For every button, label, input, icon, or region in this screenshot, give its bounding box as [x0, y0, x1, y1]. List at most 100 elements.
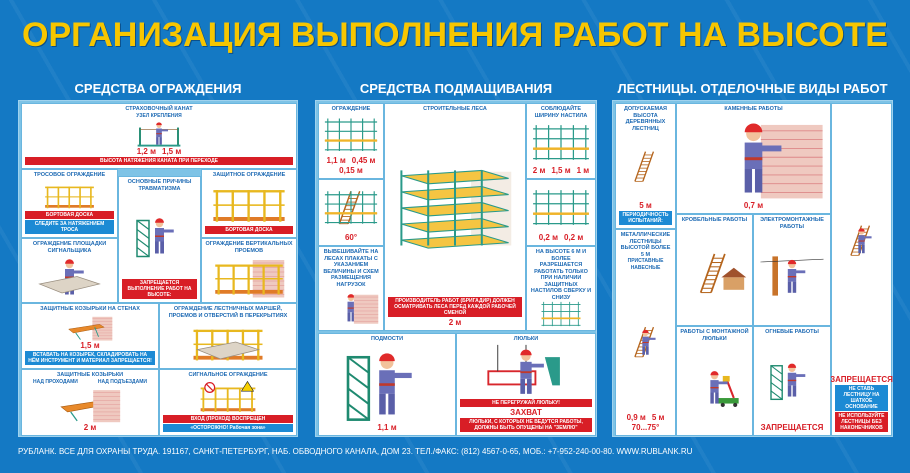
illustration-svg: [200, 380, 256, 412]
tower-icon: [136, 219, 150, 258]
worker-icon: [156, 121, 169, 145]
panel-note: 5 м: [651, 413, 665, 422]
illustration-svg: [193, 329, 263, 361]
illustration-svg: [850, 225, 872, 256]
ladder-icon: [699, 253, 726, 293]
illustration-svg: [215, 260, 285, 298]
illustration-svg: [710, 371, 739, 408]
panel-subheading: НАД ПРОХОДАМИ: [33, 378, 78, 385]
illustration-svg: [213, 189, 285, 222]
scaffold-icon: [324, 118, 378, 151]
column-heading-ladders: ЛЕСТНИЦЫ. ОТДЕЛОЧНЫЕ ВИДЫ РАБОТ: [617, 81, 888, 96]
panel-note: 1,1 м: [326, 156, 346, 165]
panel-illustration: [163, 379, 293, 416]
tower-icon: [346, 355, 371, 421]
panel-notes: 60°: [322, 233, 380, 242]
panel-heading: ОГРАЖДЕНИЕ ВЕРТИКАЛЬНЫХ ПРОЕМОВ: [205, 241, 293, 254]
ladder-icon: [338, 191, 361, 225]
panel-illustration: [322, 113, 380, 157]
panel-heading: ЗАЩИТНЫЕ КОЗЫРЬКИ: [56, 372, 124, 378]
worker-icon: [155, 218, 174, 254]
panel-note: 2 м: [448, 318, 462, 327]
panel-notes: 1,1 м: [322, 423, 452, 432]
panel-heading: ВЫВЕШИВАЙТЕ НА ЛЕСАХ ПЛАКАТЫ С УКАЗАНИЕМ…: [323, 249, 379, 288]
illustration-svg: [533, 190, 589, 225]
railing-icon: [213, 189, 285, 222]
panel-notes: БОРТОВАЯ ДОСКА: [205, 226, 293, 234]
panel-heading: ОСНОВНЫЕ ПРИЧИНЫ ТРАВМАТИЗМА: [127, 179, 192, 192]
panel-illustration: [25, 179, 114, 212]
panel-notes: ЗАПРЕЩАЕТСЯ ВЫПОЛНЕНИЕ РАБОТ НА ВЫСОТЕ:: [122, 279, 197, 299]
panel-note: НЕ ПЕРЕГРУЖАЙ ЛЮЛЬКУ!: [460, 399, 592, 407]
wall-icon: [93, 389, 121, 422]
panel-note: 0,7 м: [743, 201, 764, 210]
panel-1-6: ОГРАЖДЕНИЕ ВЕРТИКАЛЬНЫХ ПРОЕМОВ: [201, 238, 297, 303]
wall-icon: [353, 294, 379, 324]
panel-illustration: [322, 182, 380, 233]
worker-icon: [744, 122, 782, 193]
panel-1-5: ОГРАЖДЕНИЕ ПЛОЩАДКИ СИГНАЛЬЩИКА: [21, 238, 118, 303]
panel-note: 1,5 м: [551, 166, 571, 175]
panel-illustration: [619, 271, 672, 413]
panel-note: ЗАПРЕЩАЕТСЯ: [760, 423, 824, 432]
panel-note: ВСТАВАТЬ НА КОЗЫРЕК, СКЛАДИРОВАТЬ НА НЁМ…: [25, 351, 155, 365]
worker-icon: [787, 259, 806, 293]
panel-subheading: НАВЕСНЫЕ: [630, 265, 661, 271]
panel-3-7: РАБОТЫ С МОНТАЖНОЙ ЛЮЛЬКИ: [676, 326, 753, 436]
panel-2-4: 60°: [318, 179, 384, 246]
illustration-svg: [346, 352, 412, 421]
illustration-svg: [347, 294, 379, 324]
illustration-svg: [533, 125, 589, 160]
panel-note: НЕ СТАВЬ ЛЕСТНИЦУ НА ШАТКОЕ ОСНОВАНИЕ: [835, 385, 888, 411]
column-heading-scaffolding: СРЕДСТВА ПОДМАЩИВАНИЯ: [359, 81, 553, 96]
wall-icon: [760, 124, 823, 198]
panel-notes: ВХОД (ПРОХОД) ВОСПРЕЩЕН«ОСТОРОЖНО! Рабоч…: [163, 415, 293, 432]
panel-subheading: УЗЕЛ КРЕПЛЕНИЯ: [136, 112, 182, 119]
panel-notes: ПРОИЗВОДИТЕЛЬ РАБОТ (БРИГАДИР) ДОЛЖЕН ОС…: [388, 297, 522, 327]
panel-notes: ЗАПРЕЩАЕТСЯ: [757, 423, 827, 432]
illustration-svg: [541, 301, 581, 327]
illustration-svg: [136, 218, 174, 258]
scaffold-icon: [533, 190, 589, 225]
illustration-svg: [744, 122, 823, 198]
worker-icon: [787, 363, 806, 397]
illustration-svg: [45, 186, 94, 208]
panel-note: 2 м: [83, 423, 97, 432]
railing-icon: [45, 186, 94, 208]
panel-illustration: [680, 342, 749, 432]
illustration-svg: [324, 191, 378, 225]
sign-icon: [204, 380, 255, 393]
panel-illustration: [25, 385, 155, 424]
worker-icon: [858, 228, 872, 254]
panel-subheadings: УЗЕЛ КРЕПЛЕНИЯ: [25, 113, 293, 119]
panel-heading: ЭЛЕКТРОМОНТАЖНЫЕ РАБОТЫ: [760, 217, 824, 230]
panel-heading: ЗАЩИТНОЕ ОГРАЖДЕНИЕ: [212, 172, 286, 178]
panel-heading: МЕТАЛЛИЧЕСКИЕ ЛЕСТНИЦЫ ВЫСОТОЙ БОЛЕЕ 5 м: [620, 232, 671, 258]
panel-note: 1,1 м: [377, 423, 397, 432]
panel-note: 1,5 м: [162, 147, 182, 156]
panel-heading: НА ВЫСОТЕ 6 м И БОЛЕЕ РАЗРЕШАЕТСЯ РАБОТА…: [530, 249, 592, 301]
panel-note: 1 м: [576, 166, 590, 175]
illustration-svg: [137, 121, 181, 147]
panel-note: БОРТОВАЯ ДОСКА: [25, 211, 114, 219]
panel-heading: ЗАЩИТНЫЕ КОЗЫРЬКИ НА СТЕНАХ: [40, 306, 140, 312]
panel-illustration: [122, 192, 197, 279]
slab-icon: [195, 341, 261, 360]
tower-icon: [770, 364, 783, 400]
panel-heading: ОГРАЖДЕНИЕ ЛЕСТНИЧНЫХ МАРШЕЙ, ПРОЕМОВ И …: [168, 306, 288, 319]
panel-note: 0,45 м: [351, 156, 376, 165]
